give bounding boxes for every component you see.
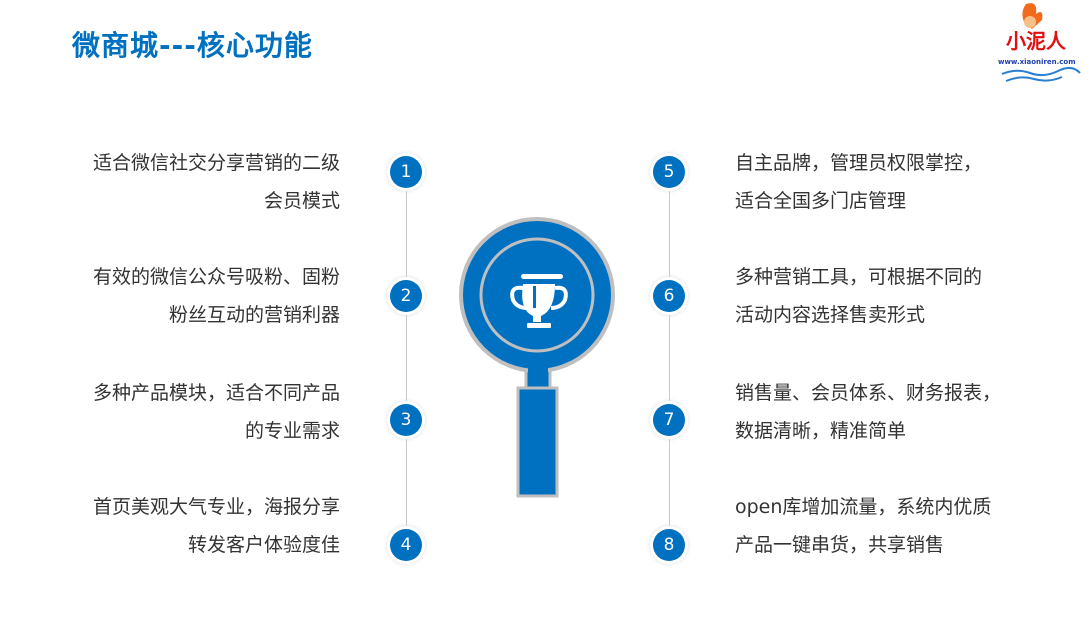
- step-number-2: 2: [390, 280, 422, 312]
- step-number-8: 8: [653, 529, 685, 561]
- magnifier-trophy-icon: [459, 217, 615, 498]
- feature-item-5: 自主品牌，管理员权限掌控， 适合全国多门店管理: [735, 144, 1035, 220]
- feature-text: 活动内容选择售卖形式: [735, 304, 926, 326]
- feature-item-1: 适合微信社交分享营销的二级会员模式: [40, 144, 340, 220]
- feature-text: 销售量、会员体系、财务报表，: [735, 382, 1002, 404]
- feature-text: 适合微信社交分享营销的二级: [92, 152, 340, 174]
- feature-text: open库增加流量，系统内优质: [735, 496, 992, 518]
- feature-text: 适合全国多门店管理: [735, 190, 907, 212]
- feature-text: 首页美观大气专业，海报分享: [92, 496, 340, 518]
- feature-text: 数据清晰，精准简单: [735, 420, 907, 442]
- feature-item-3: 多种产品模块，适合不同产品的专业需求: [40, 374, 340, 450]
- feature-text: 自主品牌，管理员权限掌控，: [735, 152, 983, 174]
- step-number-5: 5: [653, 156, 685, 188]
- step-number-6: 6: [653, 280, 685, 312]
- mascot-icon: [1001, 3, 1081, 82]
- step-number-1: 1: [390, 156, 422, 188]
- feature-item-2: 有效的微信公众号吸粉、固粉粉丝互动的营销利器: [40, 258, 340, 334]
- feature-text: 产品一键串货，共享销售: [735, 534, 945, 556]
- right-timeline-line: [669, 172, 670, 545]
- feature-text: 粉丝互动的营销利器: [168, 304, 340, 326]
- feature-item-8: open库增加流量，系统内优质产品一键串货，共享销售: [735, 488, 1035, 564]
- feature-item-4: 首页美观大气专业，海报分享转发客户体验度佳: [40, 488, 340, 564]
- feature-text: 的专业需求: [244, 420, 340, 442]
- logo: 小泥人 www.xiaoniren.com: [994, 2, 1084, 86]
- step-number-3: 3: [390, 404, 422, 436]
- logo-name: 小泥人: [1006, 29, 1066, 53]
- left-timeline-line: [406, 172, 407, 545]
- logo-url: www.xiaoniren.com: [998, 58, 1076, 66]
- feature-text: 有效的微信公众号吸粉、固粉: [92, 266, 340, 288]
- feature-item-7: 销售量、会员体系、财务报表， 数据清晰，精准简单: [735, 374, 1035, 450]
- feature-text: 多种营销工具，可根据不同的: [735, 266, 983, 288]
- feature-text: 会员模式: [263, 190, 340, 212]
- page-title: 微商城---核心功能: [72, 29, 313, 62]
- step-number-4: 4: [390, 529, 422, 561]
- feature-item-6: 多种营销工具，可根据不同的活动内容选择售卖形式: [735, 258, 1035, 334]
- feature-text: 多种产品模块，适合不同产品: [92, 382, 340, 404]
- step-number-7: 7: [653, 404, 685, 436]
- feature-text: 转发客户体验度佳: [187, 534, 340, 556]
